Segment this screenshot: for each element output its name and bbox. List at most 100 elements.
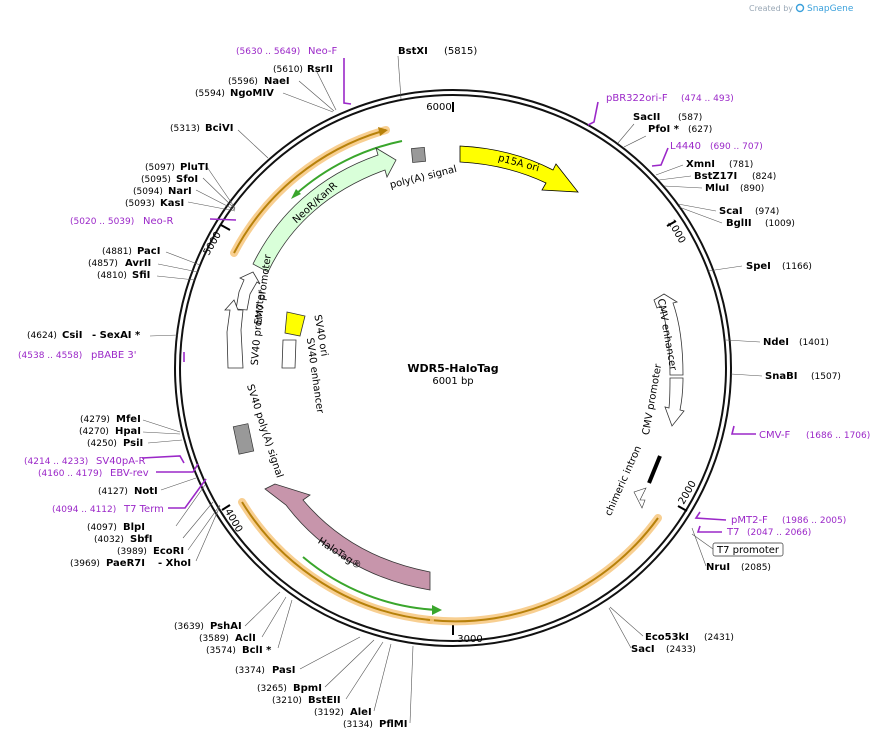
site-hpai-name[interactable]: HpaI xyxy=(115,426,141,437)
primer-ebvrev-name[interactable]: EBV-rev xyxy=(110,468,149,479)
site-avrii-name[interactable]: AvrII xyxy=(125,258,151,269)
site-acli-name[interactable]: AclI xyxy=(235,633,256,644)
primer-t7-range: (2047 .. 2066) xyxy=(747,528,811,538)
primer-neof-name[interactable]: Neo-F xyxy=(308,46,338,57)
site-sfii-name[interactable]: SfiI xyxy=(132,270,150,281)
feature-label-cmvp: CMV promoter xyxy=(641,362,664,436)
primer-pbr322-range: (474 .. 493) xyxy=(681,94,734,104)
t7-promoter-box[interactable] xyxy=(712,542,784,557)
site-sexai-name[interactable]: - SexAI * xyxy=(92,330,141,341)
site-bglii-name[interactable]: BglII xyxy=(726,218,752,229)
site-eco53ki-name[interactable]: Eco53kI xyxy=(645,632,689,643)
site-mfei-name[interactable]: MfeI xyxy=(116,414,141,425)
primer-t7term-range: (4094 .. 4112) xyxy=(52,505,116,515)
site-bcivi-name[interactable]: BciVI xyxy=(205,123,233,134)
feature-halotag[interactable] xyxy=(264,483,431,591)
site-pshai-name[interactable]: PshAI xyxy=(210,621,242,632)
site-xmni-name[interactable]: XmnI xyxy=(686,159,715,170)
site-noti-name[interactable]: NotI xyxy=(134,486,158,497)
primer-pbabe-name[interactable]: pBABE 3' xyxy=(91,350,137,361)
site-bsteii-pos: (3210) xyxy=(272,696,302,706)
site-paci-pos: (4881) xyxy=(102,247,132,257)
site-kasi-pos: (5093) xyxy=(125,199,155,209)
site-pluti-pos: (5097) xyxy=(145,163,175,173)
site-ndei-name[interactable]: NdeI xyxy=(763,337,789,348)
site-sacii-pos: (587) xyxy=(678,113,702,123)
backbone-ring xyxy=(174,89,732,647)
feature-sv40-enhancer[interactable] xyxy=(281,339,297,369)
primer-cmvf-name[interactable]: CMV-F xyxy=(759,430,790,441)
primer-t7term-name[interactable]: T7 Term xyxy=(123,504,164,515)
orf-arc-right xyxy=(426,514,662,626)
site-bcli-name[interactable]: BclI * xyxy=(242,645,272,656)
site-eco53ki-pos: (2431) xyxy=(704,633,734,643)
feature-cmv-promoter[interactable] xyxy=(664,377,685,427)
site-bcivi-pos: (5313) xyxy=(170,124,200,134)
feature-em7-promoter[interactable] xyxy=(235,271,261,311)
site-blpi-name[interactable]: BlpI xyxy=(123,522,145,533)
green-arc-bottom xyxy=(302,556,442,615)
site-snabi-name[interactable]: SnaBI xyxy=(765,371,797,382)
site-pluti-name[interactable]: PluTI xyxy=(180,162,208,173)
feature-sv40-ori[interactable] xyxy=(284,311,306,337)
site-mlui-name[interactable]: MluI xyxy=(705,183,729,194)
green-arc-top xyxy=(291,140,403,199)
site-blpi-pos: (4097) xyxy=(87,523,117,533)
site-pasi-name[interactable]: PasI xyxy=(272,665,295,676)
brand-text: SnapGene xyxy=(807,4,854,14)
site-nrui-name[interactable]: NruI xyxy=(706,562,730,573)
site-xmni-pos: (781) xyxy=(729,160,753,170)
site-sbfi-name[interactable]: SbfI xyxy=(130,534,152,545)
feature-label-sv40pa: SV40 poly(A) signal xyxy=(244,383,285,479)
site-ecori-pos: (3989) xyxy=(117,547,147,557)
site-spei-name[interactable]: SpeI xyxy=(746,261,771,272)
primer-l4440-name[interactable]: L4440 xyxy=(670,141,701,152)
primer-neor-name[interactable]: Neo-R xyxy=(143,216,174,227)
site-saci-name[interactable]: SacI xyxy=(631,644,655,655)
site-paci-name[interactable]: PacI xyxy=(137,246,160,257)
feature-sv40-promoter[interactable] xyxy=(224,299,244,369)
feature-polya-signal[interactable] xyxy=(411,147,426,163)
site-alei-name[interactable]: AleI xyxy=(350,707,372,718)
site-bstxi-name[interactable]: BstXI xyxy=(398,46,428,57)
feature-p15a-ori[interactable] xyxy=(459,145,579,193)
feature-cmv-enhancer[interactable] xyxy=(653,293,684,376)
site-pfoi-name[interactable]: PfoI * xyxy=(648,124,680,135)
site-bpmi-name[interactable]: BpmI xyxy=(293,683,322,694)
site-xhoi-name[interactable]: - XhoI xyxy=(158,558,191,569)
site-scai-pos: (974) xyxy=(755,207,779,217)
site-scai-name[interactable]: ScaI xyxy=(719,206,743,217)
site-nari-name[interactable]: NarI xyxy=(168,186,192,197)
site-sfii-pos: (4810) xyxy=(97,271,127,281)
site-bsteii-name[interactable]: BstEII xyxy=(308,695,341,706)
site-ecori-name[interactable]: EcoRI xyxy=(153,546,184,557)
site-rsrii-pos: (5610) xyxy=(273,65,303,75)
site-bpmi-pos: (3265) xyxy=(257,684,287,694)
site-bstz17i-pos: (824) xyxy=(752,172,776,182)
site-rsrii-name[interactable]: RsrII xyxy=(307,64,333,75)
primer-sv40par-name[interactable]: SV40pA-R xyxy=(96,456,145,467)
feature-neor-kanr[interactable] xyxy=(252,147,397,273)
site-pflmi-name[interactable]: PflMI xyxy=(379,719,407,730)
feature-label-t7p: T7 promoter xyxy=(716,545,780,556)
site-sfoi-name[interactable]: SfoI xyxy=(176,174,198,185)
feature-chimeric-intron[interactable] xyxy=(647,455,662,484)
feature-sv40-polya[interactable] xyxy=(232,423,255,455)
site-naei-name[interactable]: NaeI xyxy=(264,76,290,87)
site-ngomiv-name[interactable]: NgoMIV xyxy=(230,88,274,99)
site-alei-pos: (3192) xyxy=(314,708,344,718)
site-saci-pos: (2433) xyxy=(666,645,696,655)
site-leader-lines xyxy=(142,55,763,724)
site-kasi-name[interactable]: KasI xyxy=(160,198,184,209)
site-bstz17i-name[interactable]: BstZ17I xyxy=(694,171,737,182)
primer-pbr322-name[interactable]: pBR322ori-F xyxy=(606,93,668,104)
primer-pmt2f-name[interactable]: pMT2-F xyxy=(731,515,768,526)
site-paer7i-name[interactable]: PaeR7I xyxy=(106,558,145,569)
site-csii-name[interactable]: CsiI xyxy=(62,330,82,341)
site-sacii-name[interactable]: SacII xyxy=(633,112,660,123)
tick-label-3000: 3000 xyxy=(457,634,482,645)
site-ndei-pos: (1401) xyxy=(799,338,829,348)
site-psii-name[interactable]: PsiI xyxy=(123,438,143,449)
primer-t7-name[interactable]: T7 xyxy=(726,527,739,538)
